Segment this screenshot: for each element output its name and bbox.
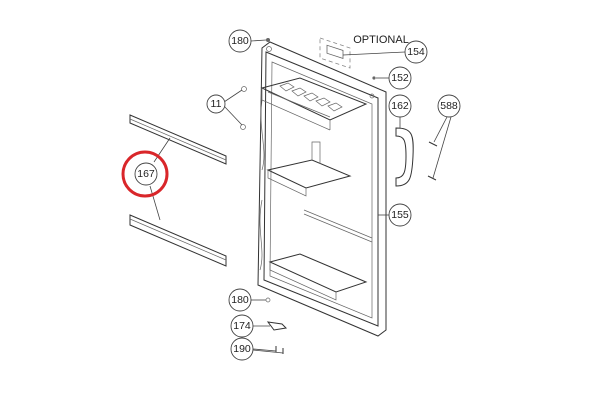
callout-180-top: 180 — [228, 29, 252, 53]
door-handle — [395, 127, 414, 187]
svg-text:167: 167 — [137, 168, 155, 180]
egg-tray — [279, 82, 343, 112]
callout-180-bottom: 180 — [228, 288, 252, 312]
callout-162: 162 — [388, 94, 412, 118]
callout-190: 190 — [230, 337, 254, 361]
svg-text:155: 155 — [391, 209, 409, 221]
callout-174: 174 — [230, 314, 254, 338]
callout-11: 11 — [206, 94, 226, 114]
highlight-circle-167 — [121, 150, 169, 198]
svg-text:174: 174 — [233, 320, 251, 332]
svg-text:11: 11 — [211, 98, 222, 110]
callout-152: 152 — [388, 66, 412, 90]
door-assembly — [257, 41, 387, 337]
callout-588: 588 — [437, 94, 461, 118]
svg-text:180: 180 — [231, 35, 249, 47]
svg-text:152: 152 — [391, 72, 409, 84]
gasket-strips — [129, 114, 227, 267]
callout-154: 154 — [404, 40, 428, 64]
svg-text:190: 190 — [233, 343, 251, 355]
callout-167: 167 — [134, 162, 158, 186]
svg-text:180: 180 — [231, 294, 249, 306]
svg-text:162: 162 — [391, 100, 409, 112]
svg-text:588: 588 — [440, 100, 458, 112]
callout-155: 155 — [388, 203, 412, 227]
optional-label: OPTIONAL — [353, 34, 409, 46]
optional-part-154 — [319, 37, 351, 69]
svg-text:154: 154 — [407, 46, 425, 58]
leader-lines — [149, 39, 452, 354]
